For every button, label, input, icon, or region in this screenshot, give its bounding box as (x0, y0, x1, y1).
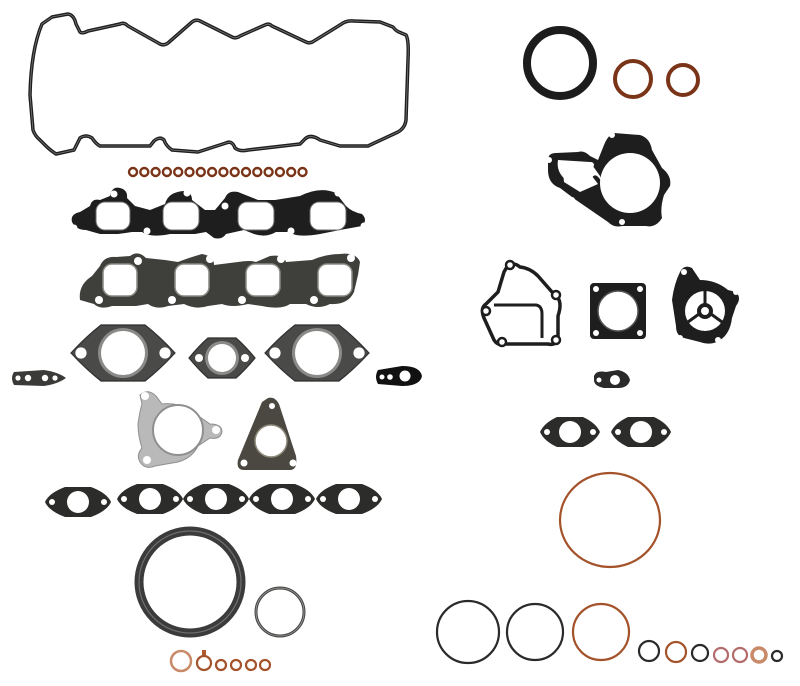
oring-medium-left (254, 586, 306, 638)
thermostat-housing-gasket (480, 259, 562, 348)
copper-washer (214, 658, 228, 672)
valve-seal (127, 166, 139, 178)
oil-filter-adapter-gasket (672, 266, 739, 344)
rear-main-seal (134, 526, 246, 638)
o-ring (637, 639, 661, 663)
flange-gasket (264, 324, 370, 382)
o-ring (731, 646, 749, 664)
copper-washer (195, 654, 213, 672)
valve-seal (297, 166, 308, 178)
oil-pan-oring (558, 471, 662, 569)
flange-gaskets-row (70, 324, 370, 382)
turbo-gasket-steel (137, 391, 223, 468)
brown-seals-top (613, 59, 700, 99)
o-ring (712, 646, 730, 664)
copper-washers-left (169, 649, 272, 673)
egr-gaskets-right (540, 417, 671, 447)
water-pump-gasket (546, 132, 678, 227)
small-oil-plate-left (12, 370, 66, 386)
cam-seal (613, 59, 653, 99)
valve-seal (240, 166, 252, 178)
small-oil-gasket-right (594, 370, 630, 388)
egr-gasket (183, 484, 249, 514)
valve-seal (286, 166, 297, 178)
o-ring (750, 646, 768, 664)
o-ring (435, 599, 501, 665)
small-oil-plate-right (376, 366, 422, 386)
valve-seal (252, 166, 263, 178)
flange-gasket (70, 324, 176, 382)
o-ring (690, 643, 710, 663)
banjo-tab (202, 650, 206, 655)
exhaust-manifold-gasket (79, 253, 360, 308)
triangle-gasket (237, 397, 297, 470)
valve-seal (274, 166, 286, 178)
egr-gasket (611, 417, 671, 447)
egr-gasket (316, 484, 382, 514)
o-ring (571, 602, 631, 662)
o-ring (770, 649, 784, 663)
egr-gasket (45, 487, 111, 517)
valve-seal (206, 166, 218, 178)
o-ring (664, 640, 688, 664)
valve-seal (150, 166, 161, 178)
egr-gasket (117, 484, 183, 514)
egr-gaskets-row (45, 484, 382, 517)
valve-cover-gasket (28, 12, 410, 156)
flange-gasket (188, 337, 256, 379)
orings-bottom-right (435, 599, 784, 665)
copper-washer (244, 658, 258, 672)
o-ring (505, 602, 565, 662)
valve-seal (229, 166, 240, 178)
copper-washer (258, 658, 272, 672)
valve-seal (161, 166, 173, 178)
egr-gasket (540, 417, 600, 447)
throttle-body-gasket (590, 283, 646, 339)
small-seals-row (127, 166, 308, 178)
front-crank-seal (523, 26, 597, 100)
cam-seal (666, 63, 700, 97)
copper-washer (169, 649, 193, 673)
valve-seal (139, 166, 150, 178)
copper-washer (229, 658, 243, 672)
valve-seal (263, 166, 274, 178)
valve-seal (172, 166, 184, 178)
valve-seal (218, 166, 229, 178)
intake-manifold-gasket (70, 187, 368, 239)
valve-seal (195, 166, 207, 178)
valve-seal (184, 166, 195, 178)
egr-gasket (249, 484, 315, 514)
